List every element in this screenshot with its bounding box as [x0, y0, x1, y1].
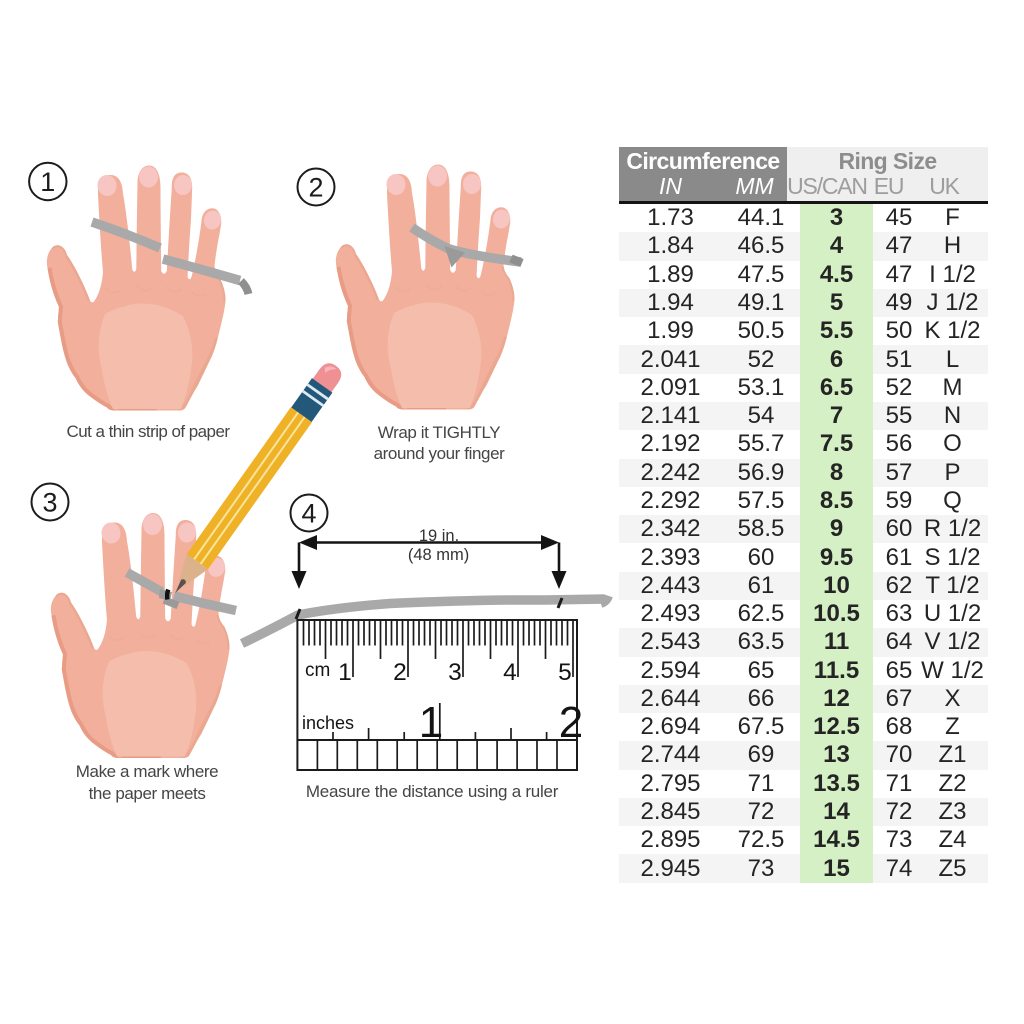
svg-text:(48 mm): (48 mm) [408, 546, 469, 564]
svg-text:2: 2 [559, 698, 583, 747]
svg-text:4: 4 [301, 499, 316, 529]
svg-text:3: 3 [42, 488, 57, 518]
svg-text:1: 1 [338, 659, 352, 686]
svg-text:inches: inches [302, 713, 354, 733]
svg-text:5: 5 [558, 659, 572, 686]
svg-text:3: 3 [448, 659, 462, 686]
svg-text:1: 1 [419, 698, 443, 747]
svg-text:1: 1 [40, 167, 55, 197]
svg-text:2: 2 [308, 173, 323, 203]
svg-text:4: 4 [503, 659, 517, 686]
svg-text:cm: cm [305, 660, 330, 681]
svg-text:2: 2 [393, 659, 407, 686]
svg-text:19 in.: 19 in. [419, 527, 459, 545]
